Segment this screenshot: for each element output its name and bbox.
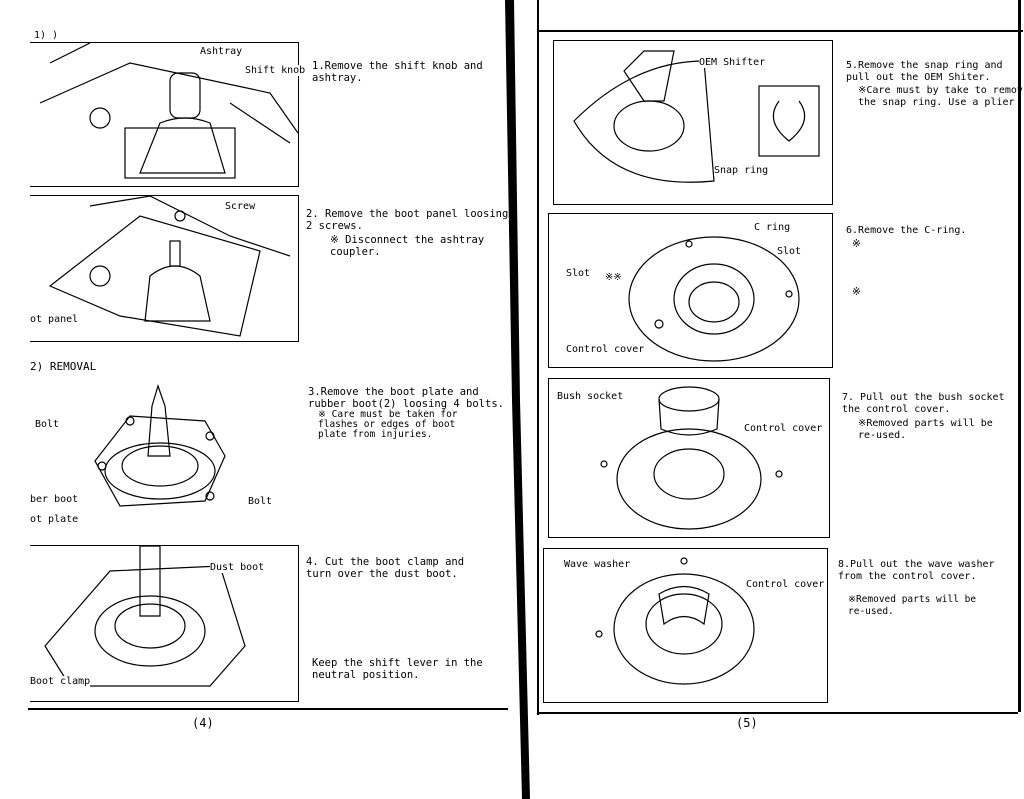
- label-slot: Slot: [777, 246, 802, 257]
- step-6-text: 6.Remove the C-ring.: [846, 225, 967, 236]
- step-6-note-2: ※: [852, 286, 861, 298]
- label-ashtray: Ashtray: [200, 46, 243, 57]
- step-6-note: ※: [852, 238, 861, 250]
- step-2-note: ※ Disconnect the ashtray coupler.: [330, 234, 485, 258]
- illustration-step-5: OEM Shifter Snap ring: [553, 40, 833, 205]
- page-number-right: (5): [736, 716, 758, 730]
- label-boot-clamp: Boot clamp: [30, 676, 91, 687]
- step-7-text: 7. Pull out the bush socket the control …: [842, 392, 1005, 415]
- step-5-note: ※Care must by take to remov the snap rin…: [858, 85, 1023, 108]
- bottom-rule: [538, 712, 1018, 714]
- label-bush-socket: Bush socket: [557, 391, 624, 402]
- wave-washer-drawing: [595, 557, 755, 685]
- illustration-step-2: Screw ot panel: [30, 195, 299, 342]
- step-3-note: ※ Care must be taken for flashes or edge…: [318, 409, 458, 440]
- step-8-text: 8.Pull out the wave washer from the cont…: [838, 559, 995, 582]
- label-oem-shifter: OEM Shifter: [699, 57, 766, 68]
- label-control-cover: Control cover: [746, 579, 825, 590]
- oem-shifter-drawing: [573, 50, 820, 183]
- section-mark: 1) ): [34, 30, 59, 41]
- step-8-note: ※Removed parts will be re-used.: [848, 594, 977, 617]
- step-1-text: 1.Remove the shift knob and ashtray.: [312, 60, 483, 84]
- step-4-note: Keep the shift lever in the neutral posi…: [312, 657, 483, 681]
- label-control-cover: Control cover: [744, 423, 823, 434]
- bottom-rule: [28, 708, 508, 710]
- step-3-text: 3.Remove the boot plate and rubber boot(…: [308, 386, 504, 410]
- step-4-text: 4. Cut the boot clamp and turn over the …: [306, 556, 465, 580]
- page-number-left: (4): [192, 716, 214, 730]
- illustration-step-8: Wave washer Control cover: [543, 548, 828, 703]
- step-5-text: 5.Remove the snap ring and pull out the …: [846, 60, 1003, 83]
- illustration-step-1: Ashtray Shift knob: [30, 42, 306, 187]
- right-edge: [1018, 0, 1021, 712]
- label-shift-knob: Shift knob: [245, 65, 306, 76]
- illustration-step-6: C ring Slot Slot ※※ Control cover: [548, 213, 833, 368]
- label-bolt: Bolt: [248, 496, 273, 507]
- label-boot-panel: ot panel: [30, 314, 79, 325]
- c-ring-drawing: [628, 236, 800, 362]
- label-marker: ※※: [605, 272, 622, 283]
- label-control-cover: Control cover: [566, 344, 645, 355]
- label-boot-plate: ot plate: [30, 514, 79, 525]
- illustration-step-3: Bolt ber boot ot plate Bolt: [30, 376, 298, 526]
- top-rule: [538, 30, 1023, 32]
- step-2-text: 2. Remove the boot panel loosing 2 screw…: [306, 208, 509, 232]
- label-c-ring: C ring: [754, 222, 791, 233]
- label-slot: Slot: [566, 268, 591, 279]
- bush-socket-drawing: [600, 386, 783, 530]
- boot-panel-drawing: [48, 196, 291, 337]
- label-bolt: Bolt: [35, 419, 60, 430]
- section-heading-removal: 2) REMOVAL: [30, 360, 97, 373]
- label-snap-ring: Snap ring: [714, 165, 769, 176]
- label-wave-washer: Wave washer: [564, 559, 631, 570]
- label-dust-boot: Dust boot: [210, 562, 265, 573]
- illustration-step-7: Bush socket Control cover: [548, 378, 830, 538]
- rubber-boot-drawing: [94, 384, 226, 507]
- shift-knob-drawing: [39, 43, 298, 179]
- label-rubber-boot: ber boot: [30, 494, 79, 505]
- illustration-step-4: Dust boot Boot clamp: [30, 545, 299, 702]
- label-screw: Screw: [225, 201, 256, 212]
- step-7-note: ※Removed parts will be re-used.: [858, 418, 993, 441]
